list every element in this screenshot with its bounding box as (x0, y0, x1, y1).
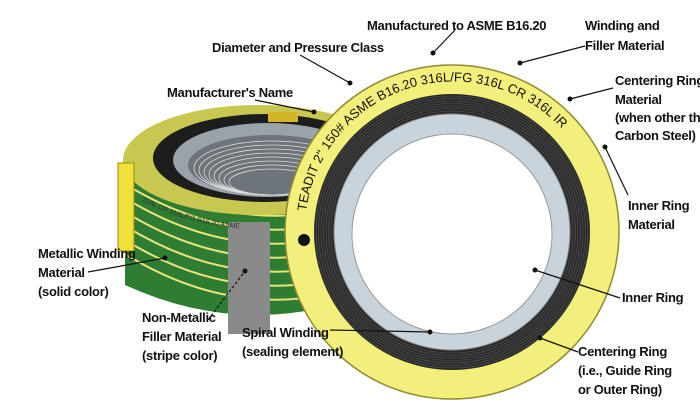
label-centering-ring: Centering Ring (i.e., Guide Ring or Oute… (578, 344, 675, 397)
filler-stripe (228, 222, 270, 334)
label-manufacturer-name: Manufacturer's Name (167, 85, 293, 100)
label-diameter-pressure: Diameter and Pressure Class (212, 40, 384, 55)
label-inner-ring: Inner Ring (622, 290, 684, 305)
spiral-line (323, 103, 581, 361)
label-inner-ring-material: Inner Ring Material (628, 198, 693, 232)
bore (351, 133, 553, 335)
spiral-line (330, 110, 574, 354)
teadit-logo-icon (298, 234, 310, 246)
label-centering-material: Centering Ring Material (when other tha … (615, 73, 700, 143)
label-spiral-winding: Spiral Winding (sealing element) (242, 325, 343, 359)
spiral-line (325, 105, 579, 359)
label-manufactured: Manufactured to ASME B16.20 (367, 18, 546, 33)
label-non-metallic-filler: Non-Metallic Filler Material (stripe col… (142, 310, 225, 363)
label-metallic-winding: Metallic Winding Material (solid color) (38, 246, 139, 299)
spiral-line (328, 108, 576, 356)
label-winding-filler: Winding and Filler Material (585, 18, 664, 53)
main-gasket: TEADIT 2" 150# ASME B16.20 316L/FG 316L … (284, 64, 620, 400)
spiral-line (318, 98, 586, 366)
spiral-line (315, 95, 589, 369)
labels: Manufactured to ASME B16.20 Diameter and… (38, 18, 700, 397)
guide-tab-left (117, 162, 135, 252)
spiral-line (320, 100, 584, 364)
spiral-lines (315, 95, 589, 369)
guide-tab-top (268, 112, 298, 122)
leader-lines (87, 29, 629, 353)
